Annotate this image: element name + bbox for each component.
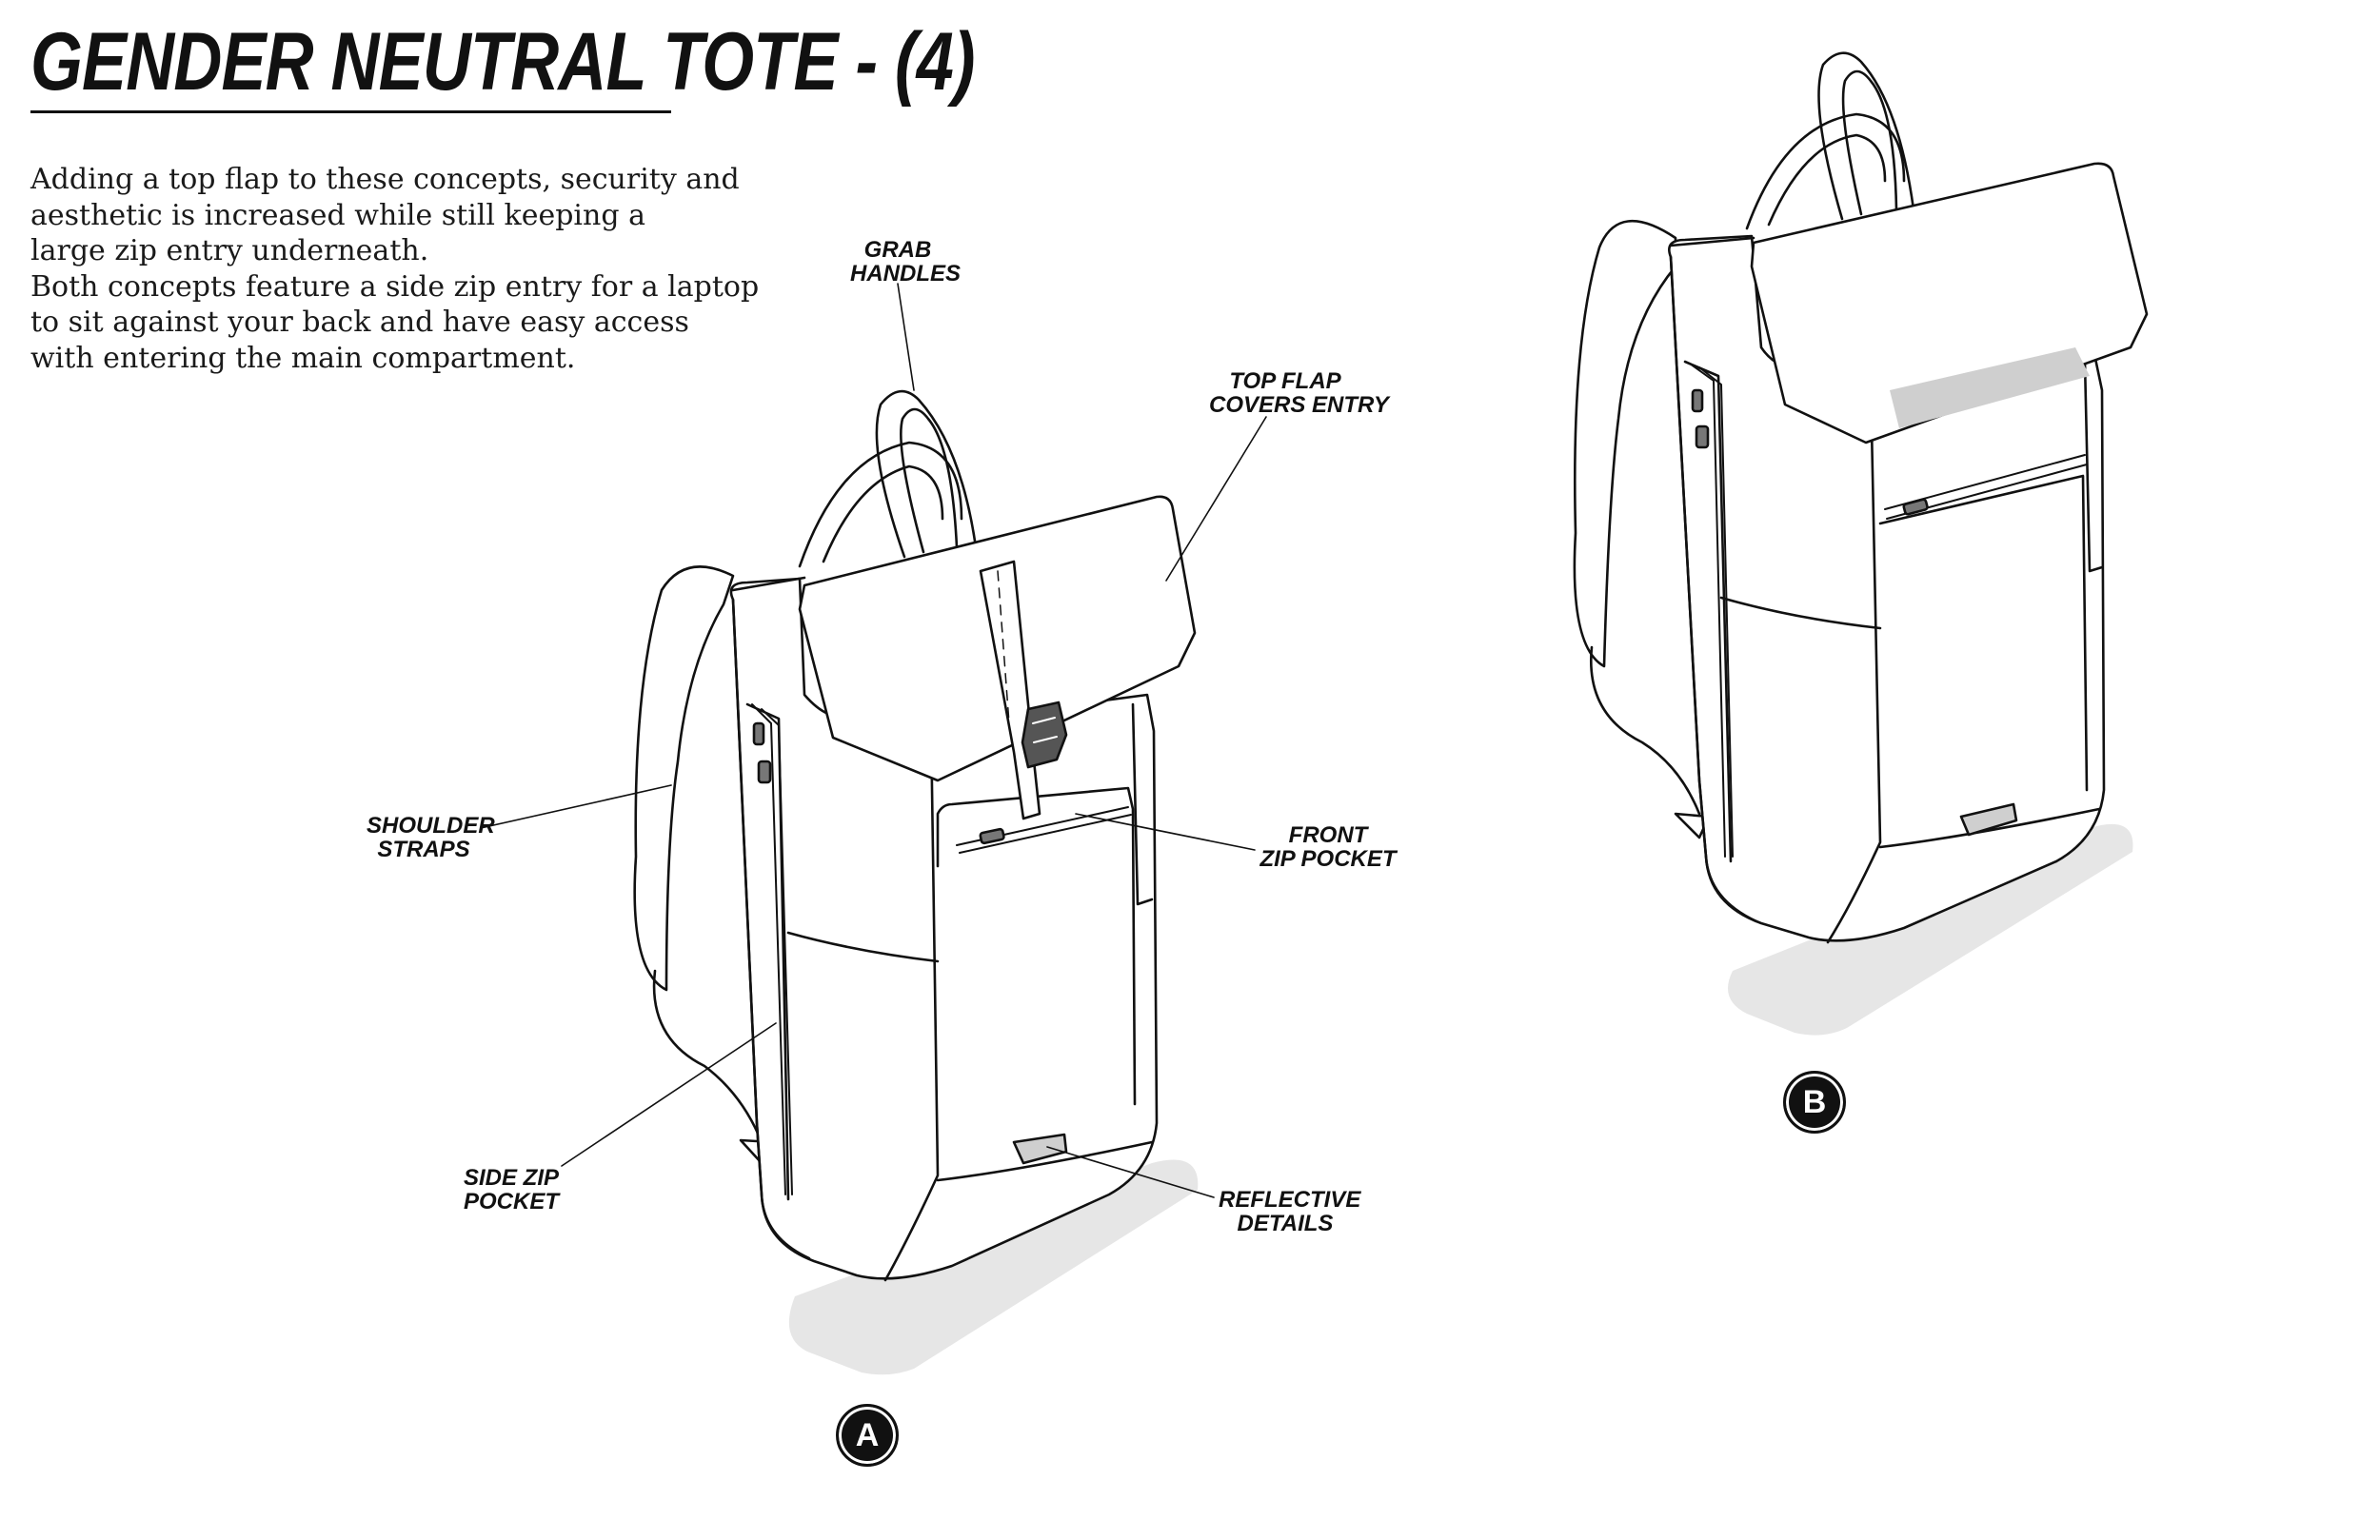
concept-badge-b: B bbox=[1783, 1071, 1846, 1134]
front-panel-curve-b bbox=[1719, 596, 1882, 630]
front-panel-split-a bbox=[883, 721, 940, 1282]
front-panel-split-b bbox=[1826, 379, 1882, 944]
right-side-line-b bbox=[2083, 360, 2104, 573]
flap-shadow-b bbox=[1890, 347, 2090, 428]
description: Adding a top flap to these concepts, sec… bbox=[30, 162, 760, 376]
side-panel-seam-b bbox=[1683, 360, 1733, 863]
back-handle-inner-b bbox=[1767, 133, 1887, 227]
concept-badge-a: A bbox=[836, 1404, 899, 1467]
leader-grab-handles bbox=[897, 283, 915, 391]
front-pocket-a bbox=[936, 786, 1137, 1106]
description-line: large zip entry underneath. bbox=[30, 234, 429, 267]
side-zip-track-a bbox=[751, 703, 786, 1195]
bottom-panel-line-a bbox=[936, 1140, 1154, 1182]
description-line: Adding a top flap to these concepts, sec… bbox=[30, 163, 740, 196]
reflective-patch-a bbox=[1012, 1133, 1068, 1165]
leader-side-zip bbox=[561, 1022, 777, 1167]
leader-shoulder-straps bbox=[480, 784, 672, 829]
front-zip-pull-a bbox=[979, 827, 1005, 845]
side-zip-track2-a bbox=[761, 708, 793, 1195]
front-handle-b bbox=[1817, 51, 1915, 221]
shoulder-strap-a bbox=[633, 565, 735, 992]
page-title: GENDER NEUTRAL TOTE - (4) bbox=[30, 16, 975, 108]
front-handle-inner-a bbox=[900, 407, 959, 554]
back-handle-b bbox=[1745, 112, 1906, 230]
top-flap-back-b bbox=[1669, 236, 1755, 247]
shoulder-strap-lower-a bbox=[652, 969, 764, 1144]
shoulder-strap-lower-b bbox=[1589, 645, 1701, 816]
reflective-patch-b bbox=[1959, 802, 2018, 837]
front-handle-inner-b bbox=[1841, 69, 1898, 216]
floor-shadow-a bbox=[788, 1159, 1199, 1375]
side-zip-pull2-a bbox=[757, 760, 772, 784]
leader-top-flap bbox=[1165, 416, 1267, 582]
side-panel-b bbox=[1669, 255, 1758, 923]
buckle-inner-a bbox=[1032, 717, 1058, 743]
right-side-line-a bbox=[1131, 702, 1154, 906]
title-underline bbox=[30, 110, 671, 113]
shoulder-strap-b bbox=[1573, 219, 1677, 668]
description-line: with entering the main compartment. bbox=[30, 341, 576, 375]
front-zip-pull-b bbox=[1902, 498, 1929, 516]
side-panel-a bbox=[731, 598, 811, 1260]
leader-front-zip bbox=[1075, 813, 1256, 851]
description-line: aesthetic is increased while still keepi… bbox=[30, 198, 645, 232]
buckle-a bbox=[1021, 701, 1068, 769]
flap-strap-stitch-a bbox=[997, 570, 1010, 724]
description-line: to sit against your back and have easy a… bbox=[30, 306, 689, 339]
leader-reflective bbox=[1046, 1146, 1215, 1198]
front-handle-a bbox=[875, 389, 978, 559]
side-zip-pull2-b bbox=[1695, 424, 1710, 449]
side-zip-pull-a bbox=[752, 721, 765, 746]
back-handle-inner-a bbox=[822, 464, 944, 563]
top-flap-back-a bbox=[731, 576, 806, 592]
description-line: Both concepts feature a side zip entry f… bbox=[30, 269, 760, 304]
front-pocket-b bbox=[1878, 474, 2089, 792]
side-zip-track-b bbox=[1689, 363, 1726, 858]
side-zip-track2-b bbox=[1698, 366, 1734, 858]
side-zip-pull-b bbox=[1691, 388, 1704, 413]
front-panel-curve-a bbox=[786, 931, 940, 963]
front-zip-line2-a bbox=[959, 814, 1132, 854]
back-handle-a bbox=[798, 441, 963, 568]
floor-shadow-b bbox=[1728, 823, 2133, 1036]
